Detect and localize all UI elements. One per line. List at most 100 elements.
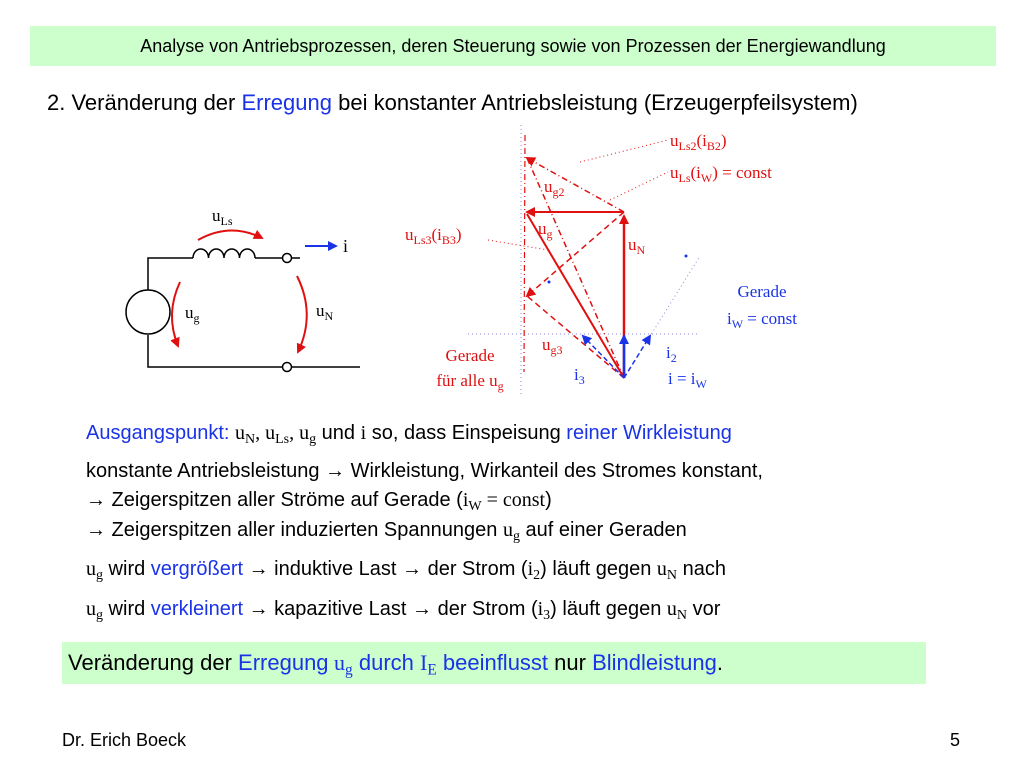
phasor-diagram xyxy=(468,125,701,395)
slide-subtitle: 2. Veränderung der Erregung bei konstant… xyxy=(47,90,858,116)
label-ug: ug xyxy=(538,219,553,241)
var-sub: g xyxy=(512,529,520,545)
gerade-ug-line xyxy=(523,134,526,373)
var-i: i xyxy=(527,558,534,580)
text: ) läuft gegen xyxy=(550,598,667,620)
ug-arrow-icon xyxy=(170,281,181,348)
reiner-wirkleistung: reiner Wirkleistung xyxy=(566,422,732,444)
circuit-wire-bottom xyxy=(147,335,283,368)
inductor-icon xyxy=(192,248,256,259)
verkleinert: verkleinert xyxy=(150,598,244,620)
body-line-3: → Zeigerspitzen aller Ströme auf Gerade … xyxy=(86,487,552,520)
text: ) läuft gegen xyxy=(540,558,657,580)
label-uls3: uLs3(iB3) xyxy=(405,225,462,247)
label-uls2: uLs2(iB2) xyxy=(670,131,727,153)
ug-phasor xyxy=(526,213,625,379)
text: . xyxy=(716,650,723,675)
terminal-top-icon xyxy=(281,252,293,264)
label-gerade-iw-1: Gerade xyxy=(737,282,786,301)
gerade-iw-line xyxy=(623,255,701,379)
page-number: 5 xyxy=(950,730,961,750)
var-sub: 2 xyxy=(533,568,541,584)
text: wird xyxy=(103,558,151,580)
var-sub: N xyxy=(676,608,688,624)
var-sub: 3 xyxy=(543,608,551,624)
uls3-phasor xyxy=(525,211,625,298)
var-ug: u xyxy=(299,422,310,444)
body-line-4: → Zeigerspitzen aller induzierten Spannu… xyxy=(86,517,687,550)
text: Veränderung der xyxy=(68,650,239,675)
var-sub: g xyxy=(345,661,353,679)
label-i3: i3 xyxy=(574,365,585,387)
right-angle-marker-2 xyxy=(547,280,551,284)
text: nur xyxy=(548,650,593,675)
var-sub: E xyxy=(427,661,437,679)
var-sub: g xyxy=(96,568,103,584)
var-sub: W xyxy=(468,499,482,515)
var-uls: u xyxy=(265,422,276,444)
uls-leader xyxy=(609,171,669,201)
subtitle-suffix: bei konstanter Antriebsleistung (Erzeuge… xyxy=(332,90,858,115)
circuit-label-un: uN xyxy=(316,301,334,323)
circuit-wire-top-left xyxy=(147,257,193,290)
body-line-2: konstante Antriebsleistung → Wirkleistun… xyxy=(86,458,763,484)
var-sub: g xyxy=(96,608,103,624)
var-i: i xyxy=(537,598,544,620)
text: und xyxy=(316,422,361,444)
sep: , xyxy=(289,422,300,444)
circuit-label-ug: ug xyxy=(185,303,200,325)
var-u: u xyxy=(328,650,346,675)
sep: , xyxy=(255,422,266,444)
beeinflusst: beeinflusst xyxy=(436,650,549,675)
text: ) xyxy=(545,489,552,511)
label-ug2: ug2 xyxy=(544,177,565,199)
header-title: Analyse von Antriebsprozessen, deren Ste… xyxy=(140,36,886,56)
voltage-source-icon xyxy=(125,289,171,335)
right-angle-marker-1 xyxy=(684,254,688,258)
var-u: u xyxy=(86,598,96,620)
var-sub: N xyxy=(666,568,678,584)
circuit-label-i: i xyxy=(343,236,348,256)
var-uls-sub: Ls xyxy=(275,432,290,448)
circuit-diagram xyxy=(125,229,360,373)
uls3-leader xyxy=(487,239,549,251)
label-gerade-iw-2: iW = const xyxy=(727,309,797,331)
text: = const xyxy=(481,489,546,511)
vergroessert: vergrößert xyxy=(150,558,244,580)
var-ie: I xyxy=(420,650,428,675)
label-gerade-ug-1: Gerade xyxy=(445,346,494,365)
uls2-leader xyxy=(579,139,669,163)
circuit-label-uls: uLs xyxy=(212,206,233,228)
un-arrow-icon xyxy=(296,275,308,354)
diagram-labels: uLs i ug uN uLs2(iB2) uLs(iW) = const ug… xyxy=(185,131,797,393)
var-ug-sub: g xyxy=(309,432,317,448)
subtitle-prefix: 2. Veränderung der xyxy=(47,90,242,115)
text: vor xyxy=(687,598,721,620)
uls-arrow-icon xyxy=(197,229,264,241)
subtitle-highlight: Erregung xyxy=(241,90,332,115)
label-ug3: ug3 xyxy=(542,335,563,357)
text: → Zeigerspitzen aller induzierten Spannu… xyxy=(86,519,503,541)
var-i: i xyxy=(462,489,469,511)
label-uls-const: uLs(iW) = const xyxy=(670,163,772,185)
var-u: u xyxy=(86,558,96,580)
text: wird xyxy=(103,598,151,620)
durch: durch xyxy=(352,650,421,675)
text: konstante Antriebsleistung → Wirkleistun… xyxy=(86,460,763,482)
body-line-5: ug wird vergrößert → induktive Last → de… xyxy=(86,556,726,589)
label-un: uN xyxy=(628,235,646,257)
blindleistung: Blindleistung xyxy=(592,650,717,675)
footer-author: Dr. Erich Boeck xyxy=(62,730,187,750)
text: → kapazitive Last → der Strom ( xyxy=(243,598,538,620)
slide-header: Analyse von Antriebsprozessen, deren Ste… xyxy=(30,26,996,66)
ug3-phasor xyxy=(526,295,625,379)
var-un: u xyxy=(656,558,667,580)
text: → Zeigerspitzen aller Ströme auf Gerade … xyxy=(86,489,463,511)
ausgangspunkt-label: Ausgangspunkt: xyxy=(86,422,235,444)
label-i-iw: i = iW xyxy=(668,369,708,391)
terminal-bottom-icon xyxy=(281,361,293,373)
label-gerade-ug-2: für alle ug xyxy=(436,371,503,393)
text: auf einer Geraden xyxy=(519,519,687,541)
uls2-phasor xyxy=(525,157,625,213)
